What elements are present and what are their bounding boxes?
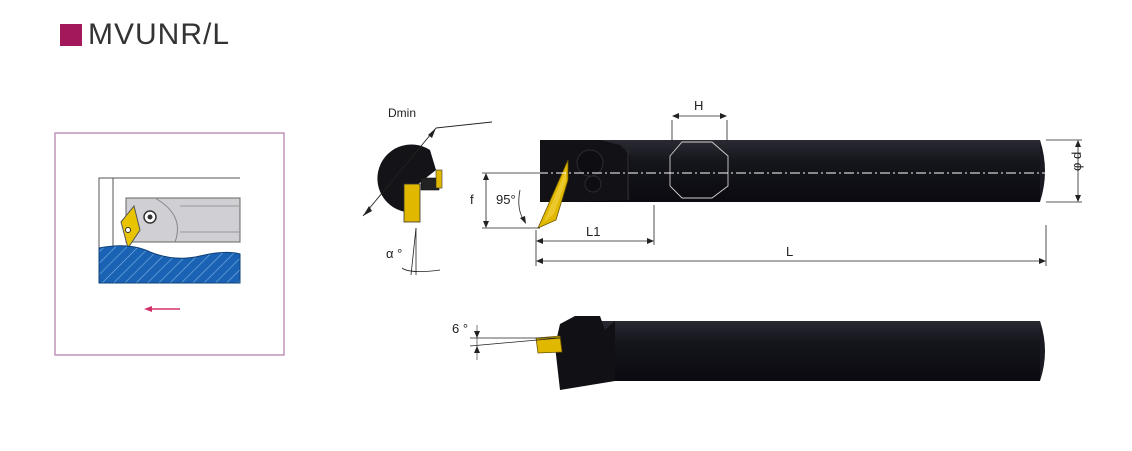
side-bar-head [555, 316, 615, 390]
illustration-frame [54, 132, 285, 356]
l1-label: L1 [586, 224, 600, 239]
end-view: Dmin α ° [362, 106, 493, 276]
h-label: H [694, 98, 703, 113]
clamp [576, 149, 604, 177]
section-octagon [669, 141, 729, 199]
side-insert [535, 335, 563, 354]
insert-small [120, 204, 141, 250]
title-color-marker [60, 24, 82, 46]
page-title: MVUNR/L [60, 18, 230, 52]
phi-d-label: φ d [1069, 152, 1084, 171]
operation-illustration [54, 132, 285, 356]
f-label: f [470, 192, 474, 207]
side-bar-body [600, 321, 1040, 381]
dmin-label: Dmin [388, 106, 416, 120]
angle-6-label: 6 ° [452, 321, 468, 336]
bore-wall [98, 177, 114, 249]
angle-95-label: 95° [496, 192, 516, 207]
end-view-body [377, 144, 436, 213]
l-label: L [786, 244, 793, 259]
insert [537, 159, 569, 229]
alpha-label: α ° [386, 246, 402, 261]
side-view: 6 ° [452, 316, 1045, 390]
title-text: MVUNR/L [88, 18, 231, 51]
top-view: H φ d f 95° L1 L [470, 98, 1084, 266]
bar-body [560, 140, 1040, 202]
end-view-insert [403, 183, 421, 223]
workpiece [98, 245, 241, 284]
bar-in-bore [125, 197, 241, 243]
